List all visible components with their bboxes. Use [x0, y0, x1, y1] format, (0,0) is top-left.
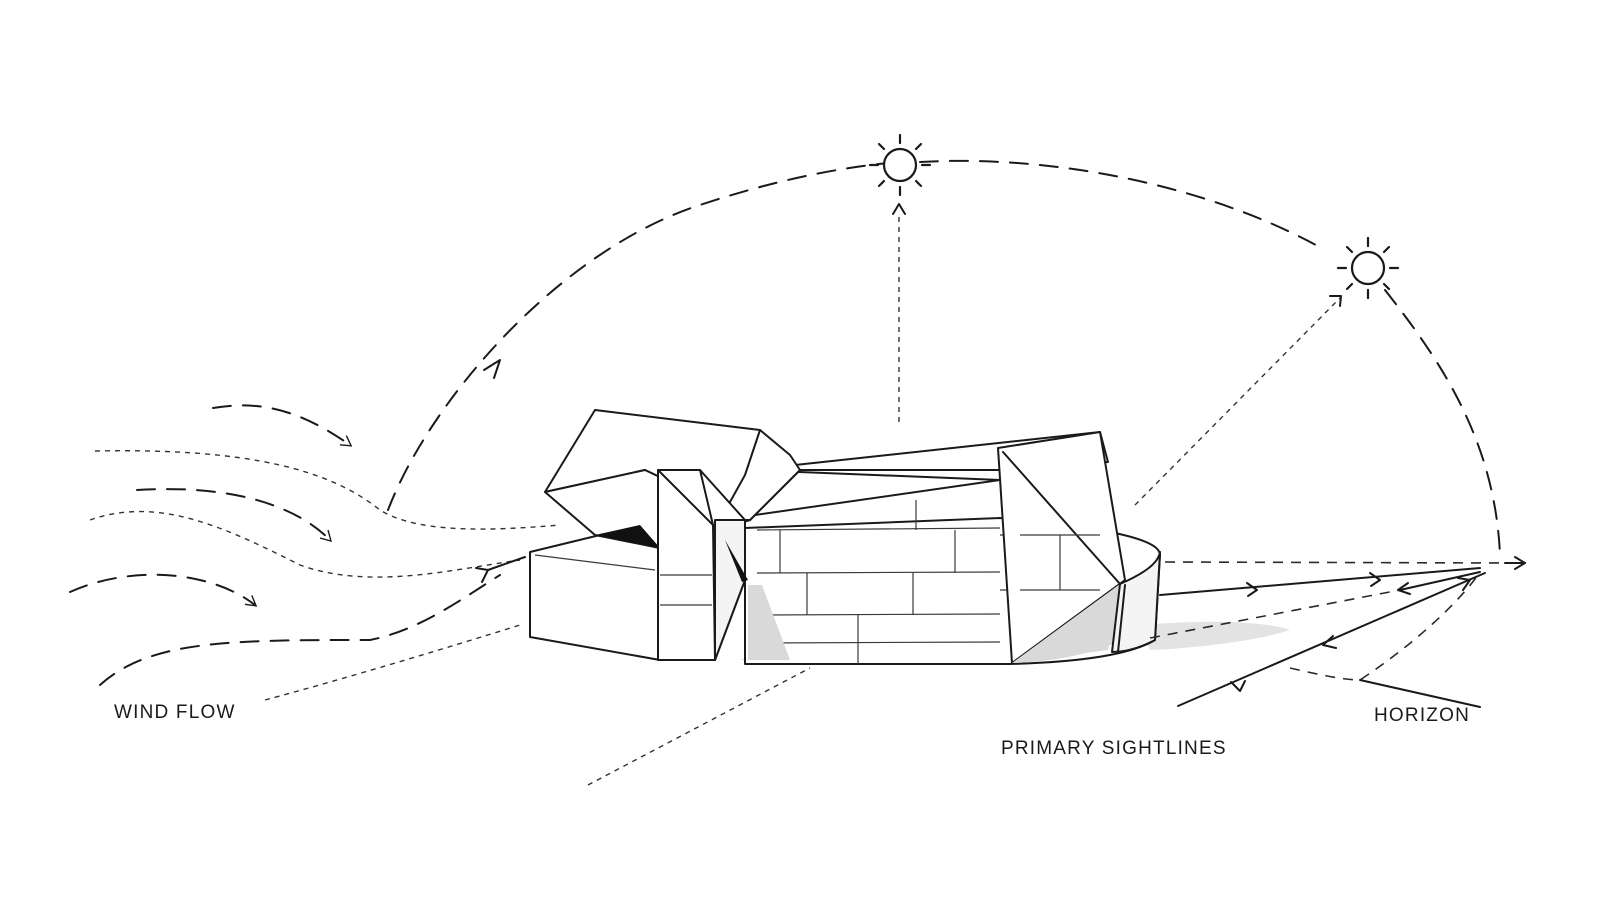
horizon-label: HORIZON — [1374, 705, 1471, 726]
primary-sightlines-label: PRIMARY SIGHTLINES — [1001, 738, 1227, 759]
sun-icon — [868, 133, 932, 197]
wind-flow-label: WIND FLOW — [114, 702, 236, 723]
site-axis-ray — [587, 667, 811, 786]
sun-path — [387, 159, 1501, 556]
building — [529, 409, 1161, 665]
horizon-line — [1289, 574, 1481, 708]
sun-icon — [1336, 236, 1400, 300]
wind-flow-lines — [69, 404, 561, 701]
sun-zenith-ray — [892, 203, 906, 422]
sun-afternoon-ray — [1134, 295, 1342, 506]
primary-sightlines — [1149, 556, 1526, 707]
